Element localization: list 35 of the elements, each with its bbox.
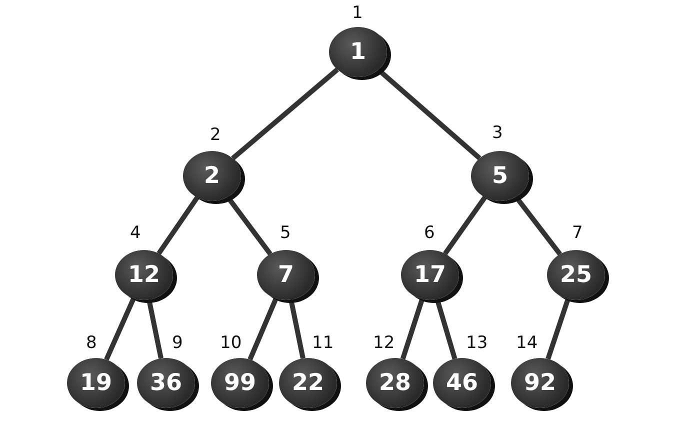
node-index-label: 5 xyxy=(280,224,291,242)
tree-edge xyxy=(546,298,570,360)
node-index-label: 1 xyxy=(352,4,363,22)
heap-node-circle: 46 xyxy=(433,358,491,408)
heap-node-circle: 22 xyxy=(279,358,337,408)
node-index-label: 9 xyxy=(172,334,183,352)
node-index-label: 8 xyxy=(86,334,97,352)
node-index-label: 7 xyxy=(572,224,583,242)
heap-node-circle: 1 xyxy=(329,27,387,77)
heap-node-circle: 92 xyxy=(511,358,569,408)
heap-node-circle: 25 xyxy=(547,250,605,300)
tree-edge xyxy=(231,68,339,160)
node-index-label: 13 xyxy=(466,334,488,352)
heap-node-circle: 2 xyxy=(183,151,241,201)
node-index-label: 10 xyxy=(220,334,242,352)
node-index-label: 12 xyxy=(373,334,395,352)
heap-node-circle: 17 xyxy=(401,250,459,300)
tree-edge xyxy=(104,297,136,361)
node-index-label: 14 xyxy=(516,334,538,352)
tree-edge xyxy=(400,298,425,360)
tree-edge xyxy=(443,196,487,256)
heap-node-circle: 12 xyxy=(115,250,173,300)
node-index-label: 4 xyxy=(130,224,141,242)
node-index-label: 11 xyxy=(312,334,334,352)
heap-node-circle: 99 xyxy=(211,358,269,408)
heap-node-circle: 7 xyxy=(257,250,315,300)
node-index-label: 2 xyxy=(210,126,221,144)
heap-node-circle: 5 xyxy=(471,151,529,201)
node-index-label: 6 xyxy=(424,224,435,242)
heap-node-circle: 19 xyxy=(67,358,125,408)
heap-node-circle: 36 xyxy=(137,358,195,408)
tree-edge xyxy=(156,196,200,255)
tree-edge xyxy=(248,297,278,361)
heap-node-circle: 28 xyxy=(366,358,424,408)
node-index-label: 3 xyxy=(492,124,503,142)
